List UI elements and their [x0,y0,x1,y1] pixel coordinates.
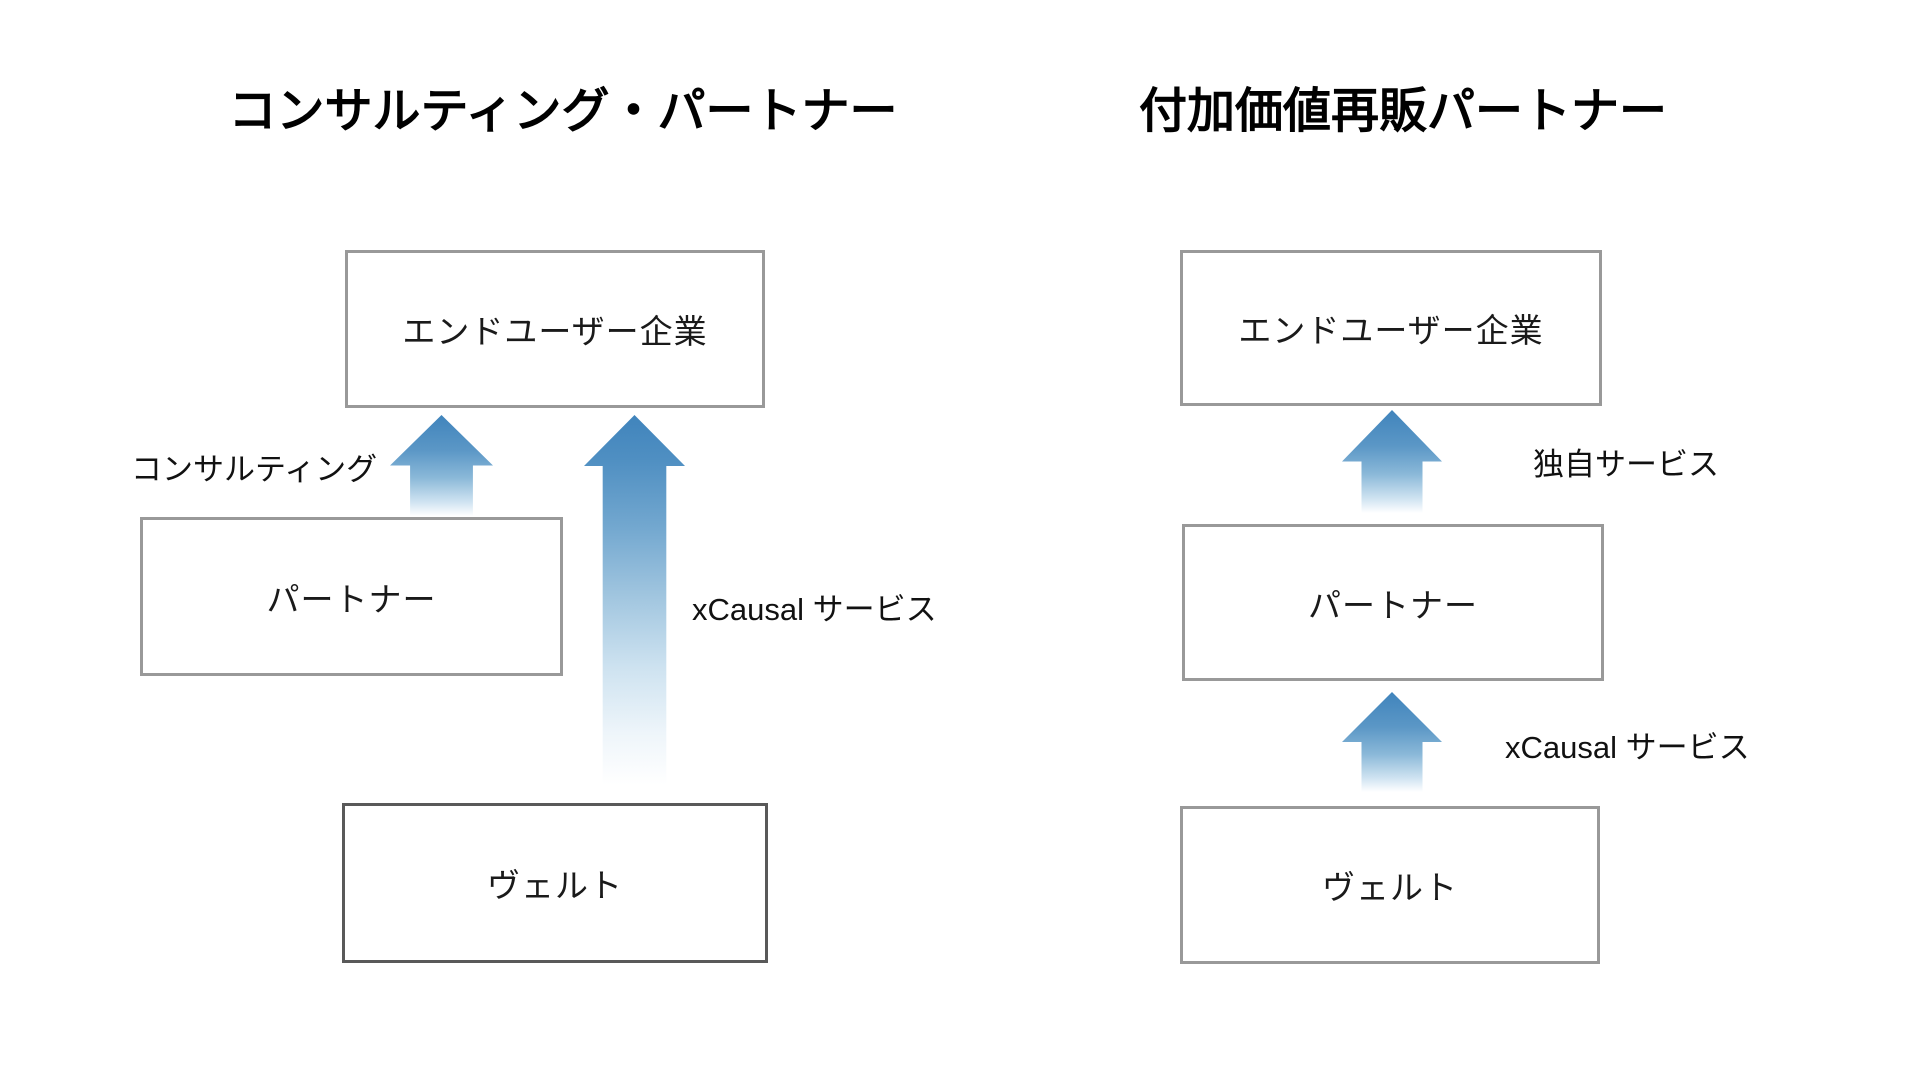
xcausal-service-arrow-label: xCausal サービス [692,592,937,627]
right-partner-box: パートナー [1182,524,1604,681]
xcausal-service-arrow-up-icon-right [1342,692,1442,792]
right-vendor-box: ヴェルト [1180,806,1600,964]
left-partner-box: パートナー [140,517,563,676]
left-partner-label: パートナー [266,580,437,618]
left-column-title: コンサルティング・パートナー [228,85,898,138]
consulting-arrow-up-icon [390,415,493,516]
left-end-user-box: エンドユーザー企業 [345,250,765,408]
original-service-arrow-label: 独自サービス [1533,447,1719,482]
right-end-user-box: エンドユーザー企業 [1180,250,1602,406]
left-end-user-label: エンドユーザー企業 [402,313,708,350]
xcausal-service-arrow-label-right: xCausal サービス [1505,730,1750,765]
right-vendor-label: ヴェルト [1322,869,1458,906]
left-vendor-label: ヴェルト [487,867,623,904]
consulting-arrow-label: コンサルティング [131,452,378,487]
left-vendor-box: ヴェルト [342,803,768,963]
right-end-user-label: エンドユーザー企業 [1238,312,1544,349]
xcausal-service-arrow-up-icon [584,415,685,785]
right-partner-label: パートナー [1308,586,1478,624]
original-service-arrow-up-icon [1342,410,1442,513]
right-column-title: 付加価値再販パートナー [1138,85,1667,138]
